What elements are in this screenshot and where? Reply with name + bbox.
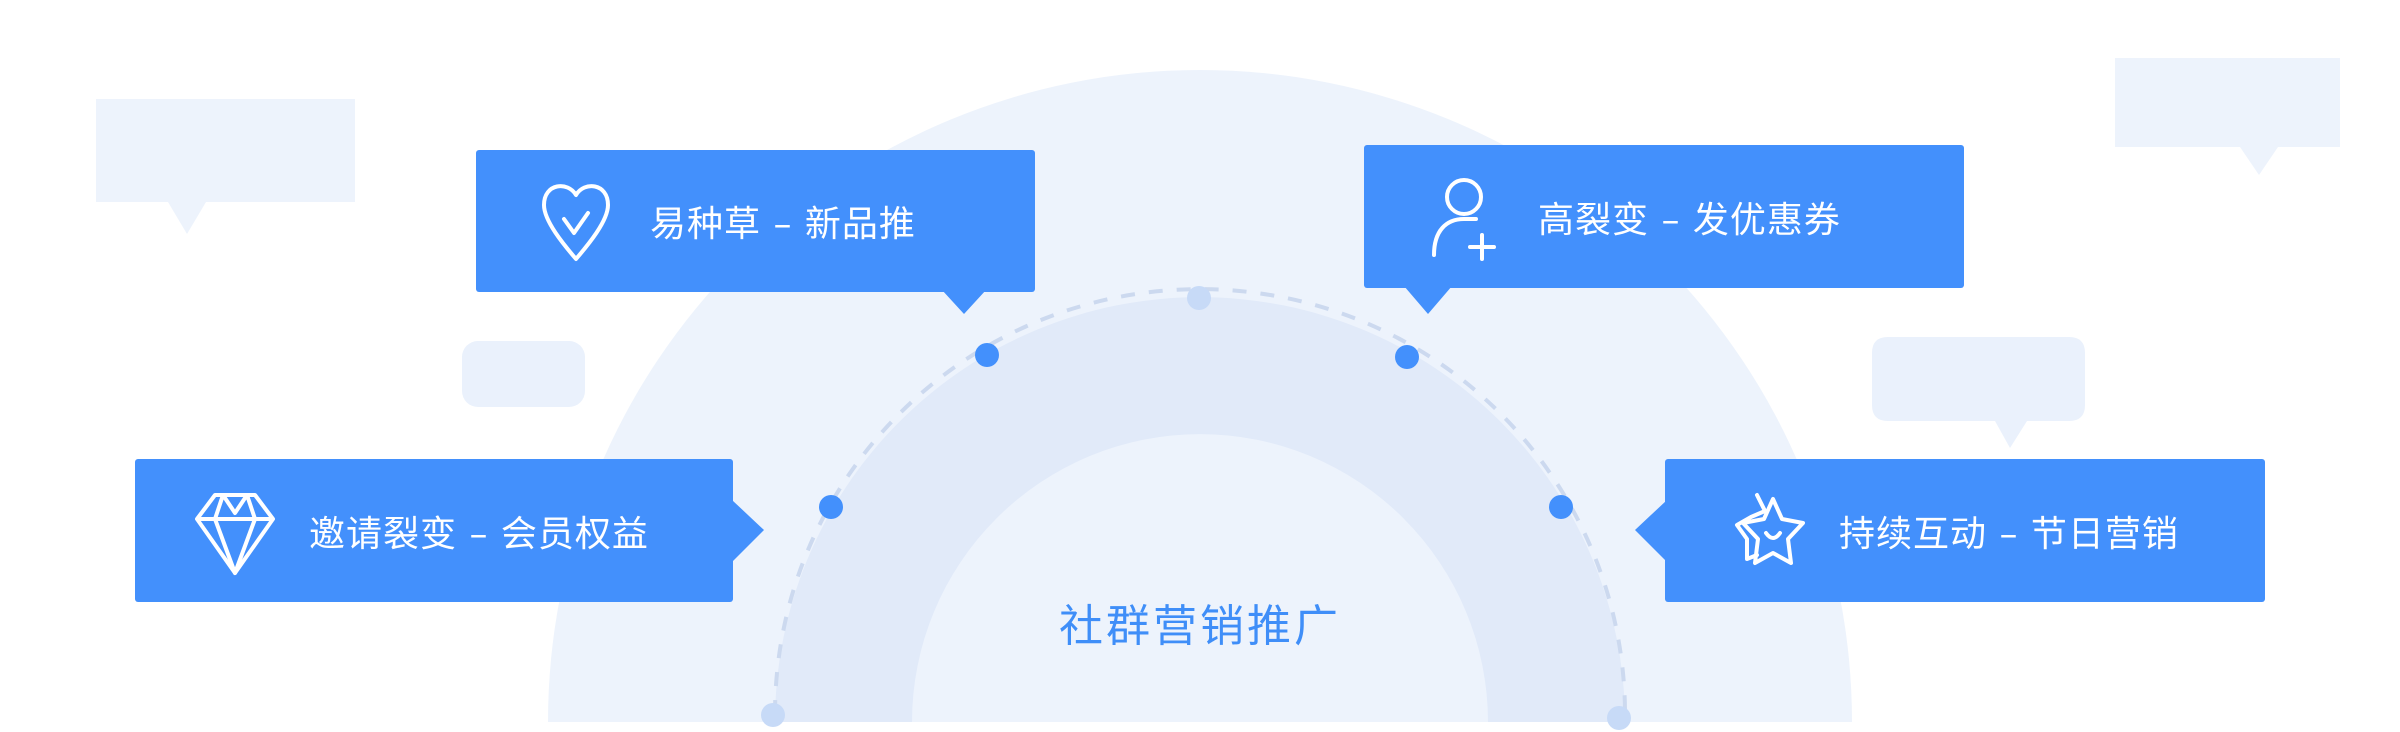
card-membership: 邀请裂变 – 会员权益 bbox=[135, 459, 733, 602]
orbit-dot bbox=[819, 495, 843, 519]
user-plus-icon bbox=[1416, 169, 1512, 265]
stars-icon bbox=[1717, 483, 1813, 579]
diamond-icon bbox=[187, 483, 283, 579]
card-coupon: 高裂变 – 发优惠券 bbox=[1364, 145, 1964, 288]
orbit-dot bbox=[1187, 286, 1211, 310]
decor-bubble-top-left bbox=[96, 99, 355, 234]
center-title: 社群营销推广 bbox=[1059, 601, 1341, 652]
card-holiday: 持续互动 – 节日营销 bbox=[1665, 459, 2265, 602]
card-pointer bbox=[942, 290, 986, 314]
orbit-dot bbox=[975, 343, 999, 367]
decor-bubble-mid-right bbox=[1872, 337, 2085, 448]
card-pointer bbox=[1404, 286, 1452, 314]
decor-bubble-top-right bbox=[2115, 58, 2340, 175]
orbit-dot bbox=[761, 703, 785, 727]
orbit-dot bbox=[1549, 495, 1573, 519]
card-label: 易种草 – 新品推 bbox=[650, 204, 916, 245]
card-pointer bbox=[1635, 500, 1667, 562]
card-pointer bbox=[732, 500, 764, 562]
card-new-product: 易种草 – 新品推 bbox=[476, 150, 1035, 292]
card-label: 高裂变 – 发优惠券 bbox=[1538, 199, 1841, 241]
decor-rounded-rect bbox=[462, 341, 585, 407]
dashed-orbit bbox=[773, 287, 1627, 715]
orbit-dot bbox=[1395, 345, 1419, 369]
card-label: 持续互动 – 节日营销 bbox=[1839, 513, 2179, 555]
heart-check-icon bbox=[528, 173, 624, 269]
card-label: 邀请裂变 – 会员权益 bbox=[309, 513, 649, 555]
orbit-dot bbox=[1607, 706, 1631, 730]
inner-band bbox=[775, 297, 1625, 722]
